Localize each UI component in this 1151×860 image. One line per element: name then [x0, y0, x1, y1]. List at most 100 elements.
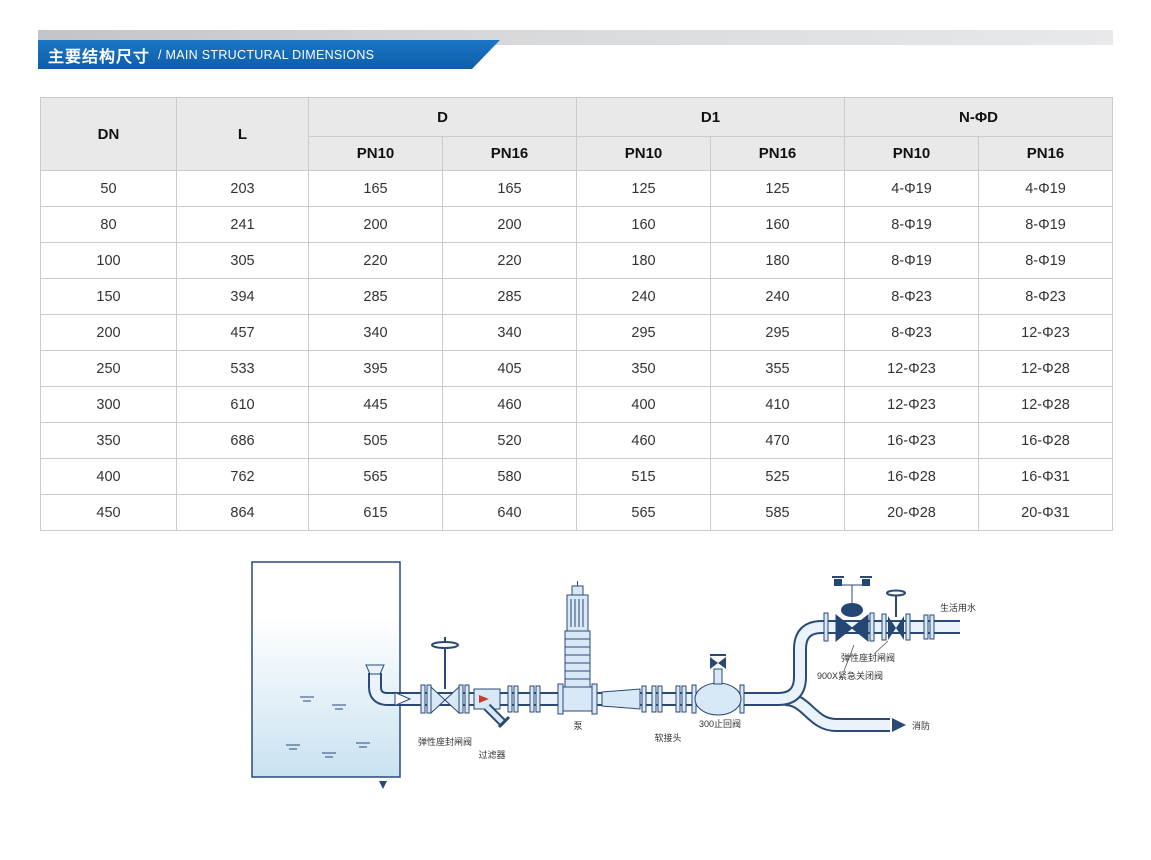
outlet-flange [923, 614, 935, 640]
table-cell: 285 [308, 278, 443, 315]
main-pipe [368, 620, 960, 706]
table-cell: 350 [40, 422, 177, 459]
table-cell: 165 [308, 170, 443, 207]
table-cell: 20-Φ31 [977, 494, 1114, 531]
suction-bell [365, 664, 385, 675]
table-cell: 445 [308, 386, 443, 423]
emergency-valve-symbol [823, 576, 875, 643]
table-cell: 505 [308, 422, 443, 459]
table-cell: 565 [576, 494, 711, 531]
table-cell: 50 [40, 170, 177, 207]
table-cell: 460 [442, 386, 577, 423]
table-cell: 515 [576, 458, 711, 495]
table-cell: 150 [40, 278, 177, 315]
water-level-marks [286, 696, 370, 758]
fire-flow-arrow-icon [892, 718, 906, 732]
table-cell: 8-Φ23 [977, 278, 1114, 315]
table-cell: 200 [40, 314, 177, 351]
pump-symbol [557, 581, 598, 715]
spool-flanges [507, 685, 541, 713]
table-cell: 470 [710, 422, 845, 459]
table-cell: 400 [40, 458, 177, 495]
table-cell: 160 [576, 206, 711, 243]
table-cell: 12-Φ23 [844, 386, 979, 423]
dimensions-table: DN L D D1 N-ΦD PN10 PN16 PN10 PN16 PN10 … [40, 97, 1114, 531]
table-cell: 12-Φ28 [977, 350, 1114, 387]
section-title-banner: 主要结构尺寸 / MAIN STRUCTURAL DIMENSIONS [38, 40, 500, 69]
table-cell: 160 [710, 206, 845, 243]
sub-header-pn10-nfd: PN10 [844, 136, 979, 171]
table-cell: 565 [308, 458, 443, 495]
table-cell: 410 [710, 386, 845, 423]
table-cell: 8-Φ19 [977, 242, 1114, 279]
sub-header-pn10-d: PN10 [308, 136, 443, 171]
sub-header-pn16-d1: PN16 [710, 136, 845, 171]
label-leader-lines [843, 640, 889, 672]
table-cell: 100 [40, 242, 177, 279]
section-title-en: / MAIN STRUCTURAL DIMENSIONS [158, 47, 375, 62]
table-cell: 295 [576, 314, 711, 351]
table-cell: 525 [710, 458, 845, 495]
table-cell: 8-Φ23 [844, 278, 979, 315]
page-header: 主要结构尺寸 / MAIN STRUCTURAL DIMENSIONS [38, 30, 1113, 70]
table-cell: 640 [442, 494, 577, 531]
table-cell: 12-Φ23 [844, 350, 979, 387]
table-cell: 125 [576, 170, 711, 207]
table-cell: 762 [176, 458, 309, 495]
table-cell: 80 [40, 206, 177, 243]
col-header-d: D [308, 97, 577, 137]
table-cell: 8-Φ19 [844, 242, 979, 279]
table-cell: 203 [176, 170, 309, 207]
table-cell: 180 [710, 242, 845, 279]
table-cell: 125 [710, 170, 845, 207]
label-flexible-joint: 软接头 [654, 732, 681, 743]
table-cell: 295 [710, 314, 845, 351]
label-domestic-water: 生活用水 [940, 602, 976, 613]
label-pump: 泵 [573, 721, 582, 731]
table-cell: 8-Φ19 [977, 206, 1114, 243]
col-header-dn: DN [40, 97, 177, 171]
table-cell: 12-Φ23 [977, 314, 1114, 351]
table-cell: 8-Φ23 [844, 314, 979, 351]
table-cell: 20-Φ28 [844, 494, 979, 531]
table-cell: 394 [176, 278, 309, 315]
table-cell: 200 [442, 206, 577, 243]
sub-header-pn16-nfd: PN16 [977, 136, 1114, 171]
table-cell: 16-Φ31 [977, 458, 1114, 495]
table-cell: 400 [576, 386, 711, 423]
reducer-symbol [601, 685, 647, 713]
table-cell: 864 [176, 494, 309, 531]
table-cell: 250 [40, 350, 177, 387]
strainer-symbol [473, 688, 511, 729]
table-cell: 240 [576, 278, 711, 315]
table-cell: 16-Φ28 [977, 422, 1114, 459]
table-cell: 520 [442, 422, 577, 459]
table-cell: 4-Φ19 [977, 170, 1114, 207]
col-header-d1: D1 [576, 97, 845, 137]
red-flow-mark-icon [479, 695, 489, 703]
col-header-l: L [176, 97, 309, 171]
table-cell: 220 [308, 242, 443, 279]
table-cell: 686 [176, 422, 309, 459]
table-cell: 585 [710, 494, 845, 531]
gate-valve-left-symbol [420, 637, 470, 715]
table-cell: 220 [442, 242, 577, 279]
label-emergency-valve: 900X紧急关闭阀 [817, 670, 883, 681]
installation-diagram: 弹性座封闸阀 过滤器 泵 软接头 300止回阀 弹性座封闸阀 900X紧急关闭阀… [251, 561, 976, 789]
table-cell: 533 [176, 350, 309, 387]
label-fire-main: 消防 [912, 720, 930, 731]
table-cell: 610 [176, 386, 309, 423]
table-cell: 8-Φ19 [844, 206, 979, 243]
